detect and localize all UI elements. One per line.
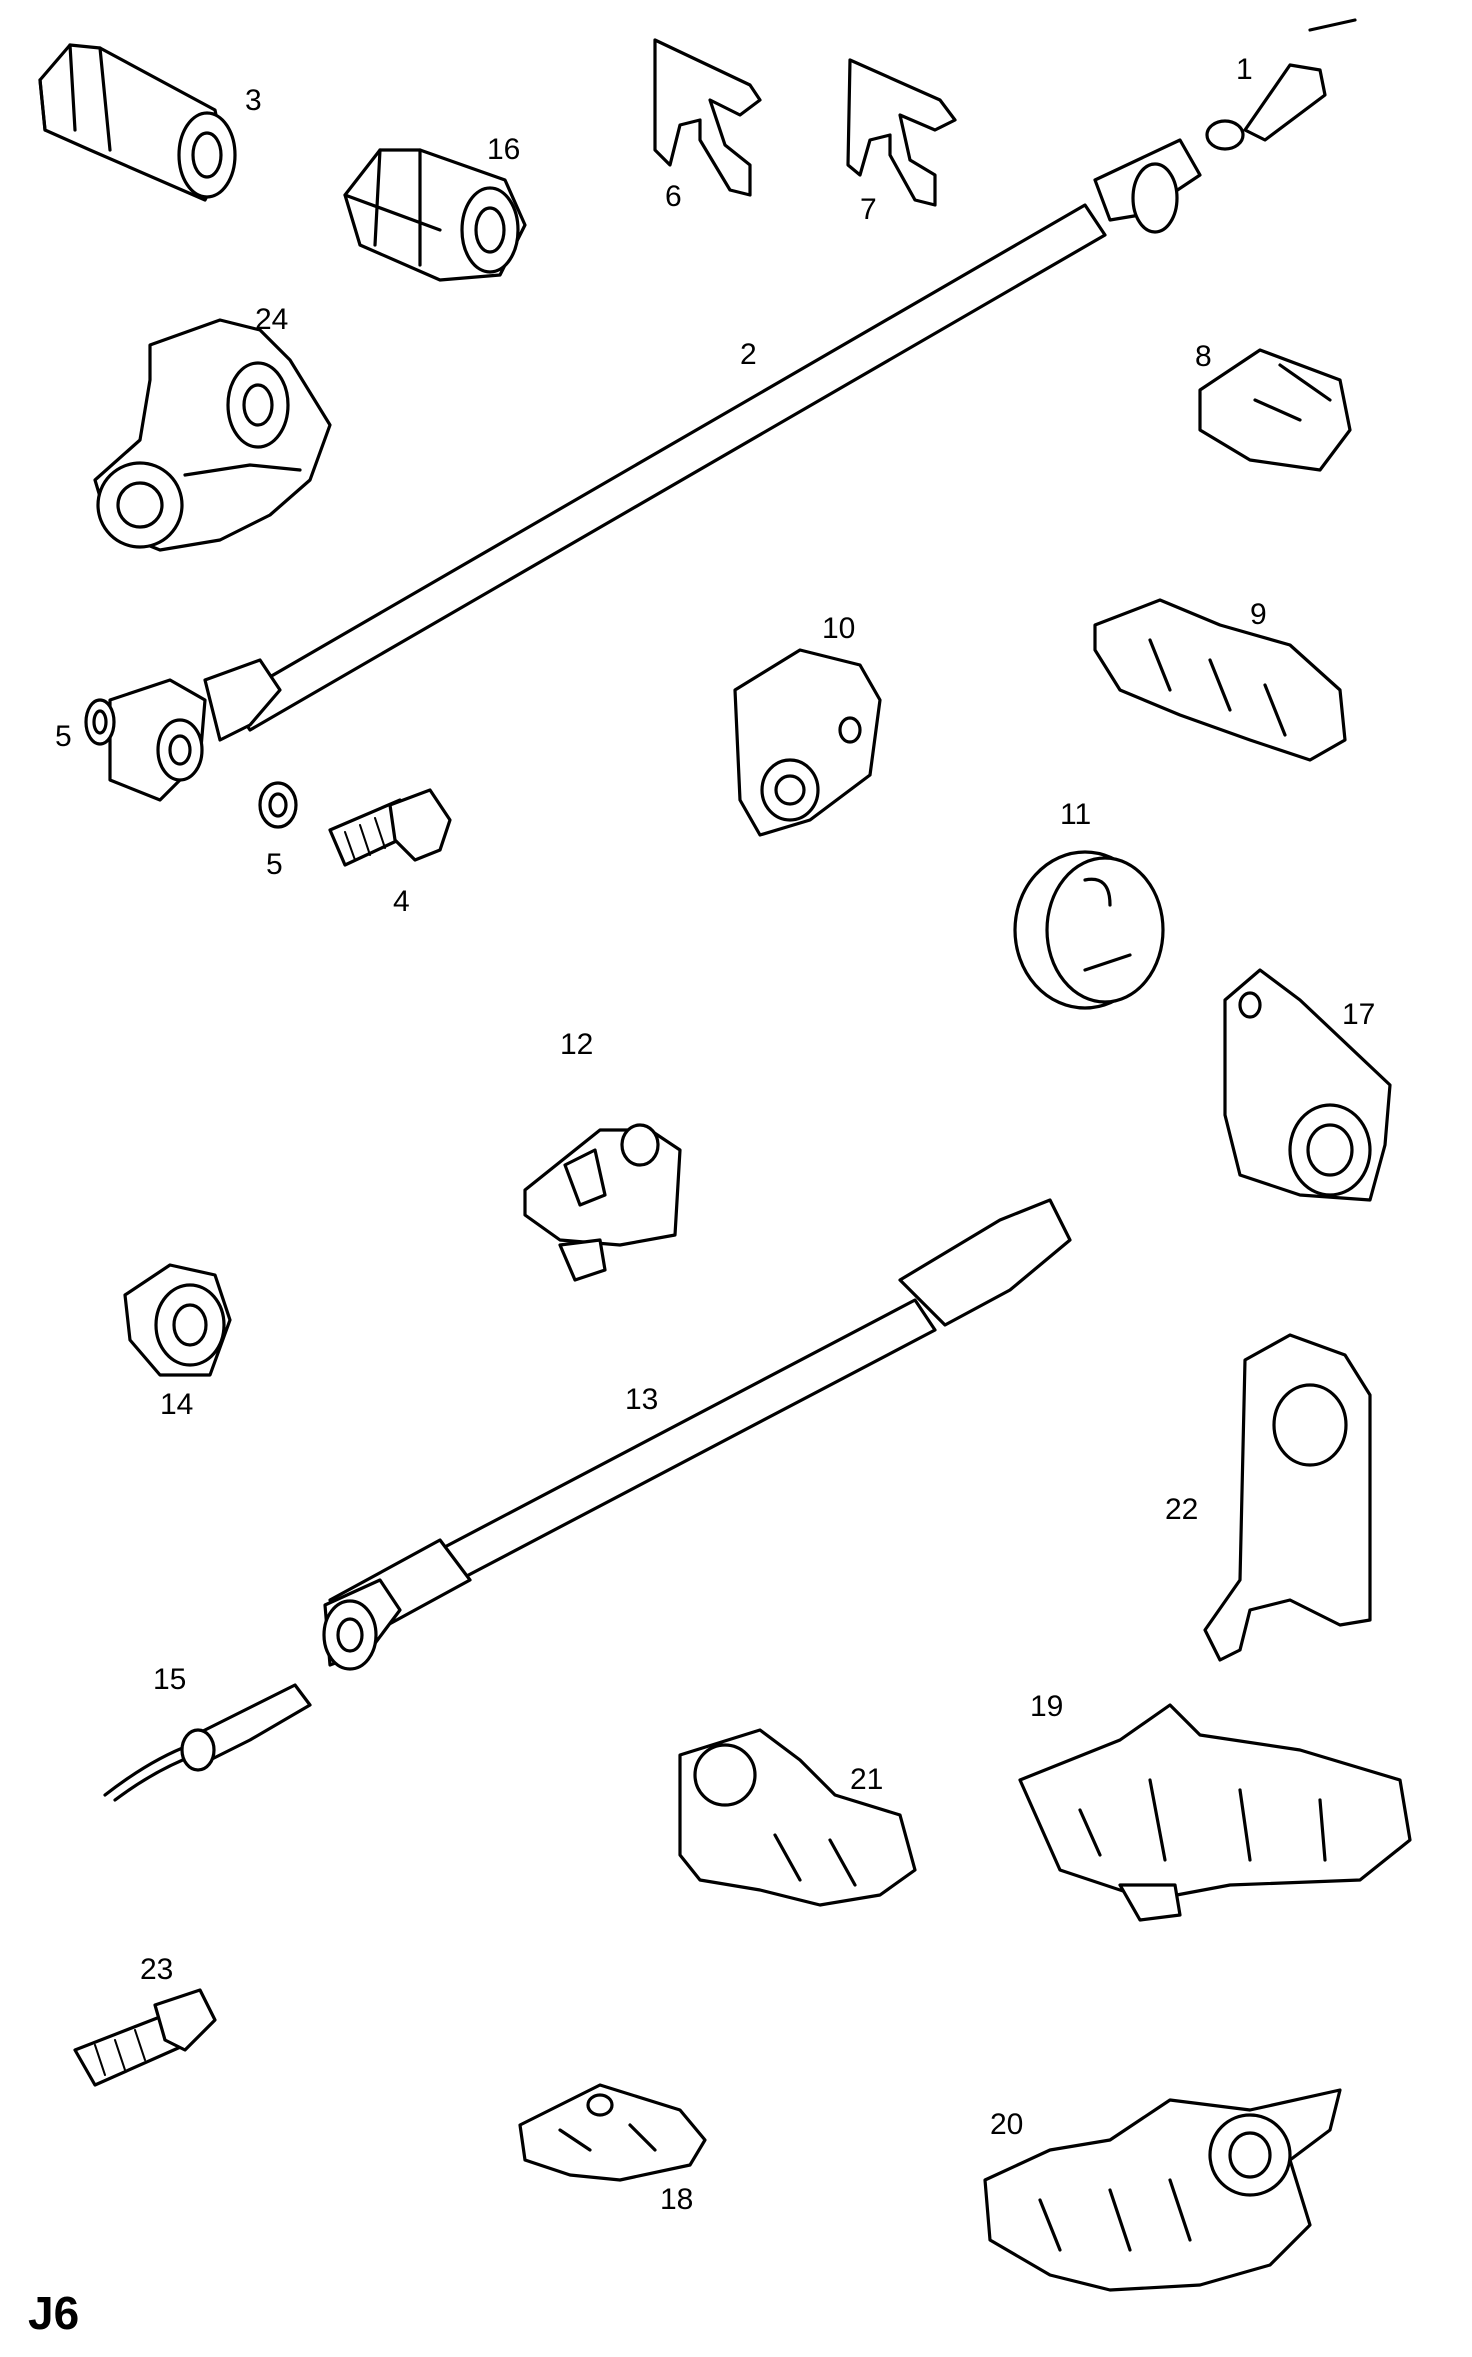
label-part-16: 16 <box>487 133 521 166</box>
part-14-collar-nut <box>123 1263 232 1377</box>
label-part-11: 11 <box>1060 798 1092 831</box>
part-12-bracket-stud <box>523 1123 682 1282</box>
part-21-clip-stud <box>678 1728 917 1907</box>
part-4-banjo-bolt <box>328 788 452 867</box>
page-code: J6 <box>28 2287 80 2339</box>
label-part-21: 21 <box>850 1763 884 1796</box>
label-part-19: 19 <box>1030 1690 1064 1723</box>
part-16-hex-coupling <box>343 148 527 282</box>
label-part-23: 23 <box>140 1953 174 1986</box>
label-part-9: 9 <box>1250 598 1267 631</box>
label-part-5b: 5 <box>266 848 283 881</box>
part-18-small-clip <box>518 2083 707 2182</box>
part-15-pipe-union <box>103 1683 312 1802</box>
part-13-brake-hose <box>322 1198 1072 1671</box>
part-6-clip <box>653 38 762 197</box>
label-part-20: 20 <box>990 2108 1024 2141</box>
part-24-tee-piece <box>93 318 332 552</box>
label-part-3: 3 <box>245 84 262 117</box>
part-1-pipe-union <box>1205 18 1357 151</box>
label-part-6: 6 <box>665 180 682 213</box>
label-part-5a: 5 <box>55 720 72 753</box>
label-part-8: 8 <box>1195 340 1212 373</box>
label-part-24: 24 <box>255 303 289 336</box>
part-5-washer-b <box>258 781 298 829</box>
part-22-angle-bracket <box>1203 1333 1372 1662</box>
part-23-bolt <box>73 1988 217 2087</box>
label-part-1: 1 <box>1236 53 1253 86</box>
part-5-washer-a <box>84 698 116 746</box>
label-part-22: 22 <box>1165 1493 1199 1526</box>
label-part-17: 17 <box>1342 998 1376 1031</box>
part-3-hex-sleeve <box>38 43 237 202</box>
label-part-10: 10 <box>822 612 856 645</box>
part-7-clip <box>846 58 957 207</box>
label-part-12: 12 <box>560 1028 594 1061</box>
part-10-clamp-block <box>733 648 882 837</box>
label-part-13: 13 <box>625 1383 659 1416</box>
label-part-18: 18 <box>660 2183 694 2216</box>
label-part-7: 7 <box>860 193 877 226</box>
part-19-multi-clip <box>1018 1703 1412 1922</box>
label-part-2: 2 <box>740 338 757 371</box>
part-17-bracket-clip <box>1223 968 1392 1202</box>
part-20-multi-clip <box>983 2088 1342 2292</box>
part-8-tube-clip <box>1198 348 1352 472</box>
label-part-15: 15 <box>153 1663 187 1696</box>
part-11-grommet <box>1013 850 1165 1010</box>
part-9-multi-clip <box>1093 598 1347 762</box>
part-2-brake-hose <box>108 138 1202 802</box>
label-part-14: 14 <box>160 1388 194 1421</box>
label-part-4: 4 <box>393 885 410 918</box>
